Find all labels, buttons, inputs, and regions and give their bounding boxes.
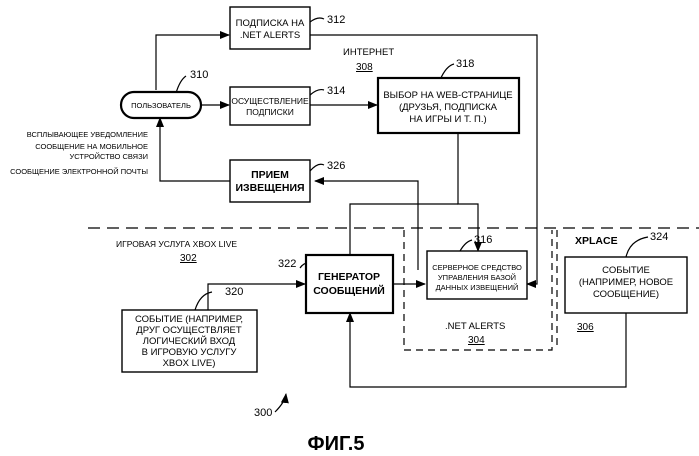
- subscription-line-1: ОСУЩЕСТВЛЕНИЕ: [231, 96, 309, 106]
- subscription-node: [230, 87, 310, 125]
- web-select-line-2: (ДРУЗЬЯ, ПОДПИСКА: [399, 102, 498, 113]
- event-xplace-line-1: СОБЫТИЕ: [602, 265, 650, 276]
- internet-number: 308: [356, 62, 373, 73]
- event-xplace-line-3: СООБЩЕНИЕ): [593, 289, 659, 300]
- user-number: 310: [190, 69, 208, 81]
- leader-324: [626, 237, 648, 257]
- delivery-type-email: СООБЩЕНИЕ ЭЛЕКТРОННОЙ ПОЧТЫ: [10, 167, 148, 176]
- web-select-line-3: НА ИГРЫ И Т. П.): [409, 114, 486, 125]
- leader-326: [310, 164, 324, 171]
- leader-314: [310, 90, 324, 95]
- receive-line-1: ПРИЕМ: [251, 169, 289, 181]
- leader-312: [310, 18, 324, 22]
- web-select-number: 318: [456, 58, 474, 70]
- delivery-type-mobile-1: СООБЩЕНИЕ НА МОБИЛЬНОЕ: [35, 142, 148, 151]
- leader-320: [195, 292, 212, 310]
- xplace-number: 306: [577, 322, 594, 333]
- delivery-type-popup: ВСПЛЫВАЮЩЕЕ УВЕДОМЛЕНИЕ: [27, 130, 148, 139]
- event-xbox-line-5: XBOX LIVE): [163, 358, 216, 369]
- edge-event-xbox-to-generator: [208, 284, 305, 310]
- edge-user-to-netalerts-sub: [156, 35, 229, 90]
- netalerts-sub-line-1: ПОДПИСКА НА: [236, 18, 305, 29]
- web-select-line-1: ВЫБОР НА WEB-СТРАНИЦЕ: [383, 90, 512, 101]
- server-number: 316: [474, 234, 492, 246]
- event-xbox-line-1: СОБЫТИЕ (НАПРИМЕР,: [135, 314, 243, 325]
- user-label: ПОЛЬЗОВАТЕЛЬ: [131, 101, 191, 110]
- generator-number: 322: [278, 258, 296, 270]
- figure-caption: ФИГ.5: [308, 433, 365, 455]
- figure-number: 300: [254, 407, 272, 419]
- xbox-label: ИГРОВАЯ УСЛУГА XBOX LIVE: [116, 239, 237, 249]
- subscription-line-2: ПОДПИСКИ: [246, 107, 294, 117]
- xbox-number: 302: [180, 253, 197, 264]
- netalerts-label: .NET ALERTS: [445, 321, 505, 332]
- leader-310: [176, 76, 186, 93]
- event-xbox-number: 320: [225, 286, 243, 298]
- event-xplace-number: 324: [650, 231, 668, 243]
- generator-line-1: ГЕНЕРАТОР: [318, 271, 380, 283]
- event-xbox-line-3: ЛОГИЧЕСКИЙ ВХОД: [143, 335, 236, 347]
- delivery-type-mobile-2: УСТРОЙСТВО СВЯЗИ: [69, 152, 148, 161]
- event-xplace-line-2: (НАПРИМЕР, НОВОЕ: [579, 277, 673, 288]
- leader-300: [275, 394, 286, 412]
- receive-node: [230, 160, 310, 202]
- event-xbox-line-2: ДРУГ ОСУЩЕСТВЛЯЕТ: [136, 325, 242, 336]
- netalerts-sub-number: 312: [327, 14, 345, 26]
- receive-line-2: ИЗВЕЩЕНИЯ: [235, 182, 304, 194]
- server-line-3: ДАННЫХ ИЗВЕЩЕНИЙ: [436, 283, 519, 292]
- edge-receive-to-user: [160, 118, 230, 181]
- server-line-2: УПРАВЛЕНИЯ БАЗОЙ: [438, 273, 516, 282]
- generator-node: [306, 255, 393, 313]
- generator-line-2: СООБЩЕНИЙ: [313, 284, 385, 297]
- xplace-label: XPLACE: [575, 235, 618, 247]
- internet-label: ИНТЕРНЕТ: [343, 47, 394, 58]
- server-line-1: СЕРВЕРНОЕ СРЕДСТВО: [432, 263, 522, 272]
- event-xbox-line-4: В ИГРОВУЮ УСЛУГУ: [142, 347, 238, 358]
- netalerts-number: 304: [468, 335, 485, 346]
- receive-number: 326: [327, 160, 345, 172]
- netalerts-sub-line-2: .NET ALERTS: [240, 30, 300, 41]
- subscription-number: 314: [327, 85, 345, 97]
